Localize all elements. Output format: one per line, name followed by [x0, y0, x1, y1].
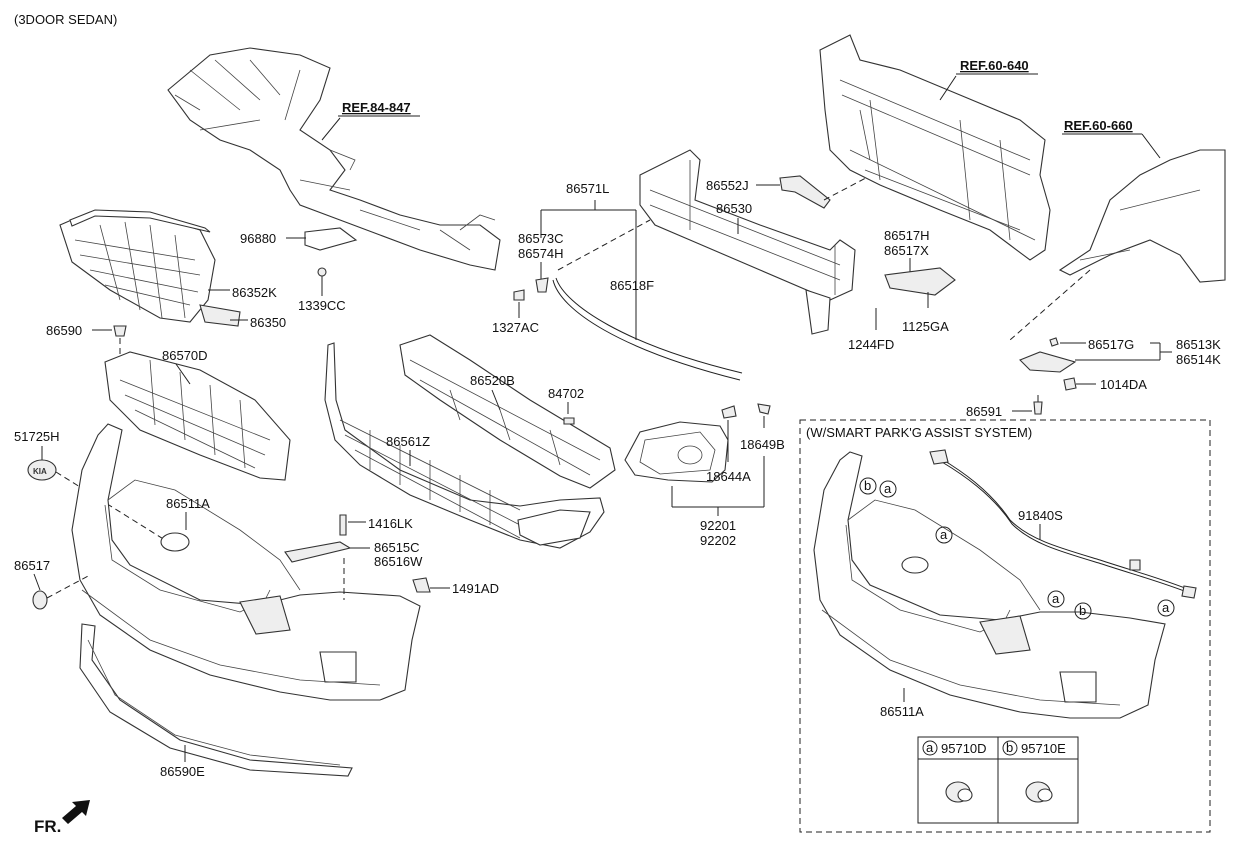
part-86511A-main: 86511A — [166, 496, 210, 511]
seal-strip-drawing — [552, 279, 741, 381]
tow-hook-cover-drawing — [32, 590, 48, 610]
part-92202: 92202 — [700, 533, 736, 548]
wiring-harness-drawing — [929, 449, 1197, 599]
part-1491AD: 1491AD — [452, 581, 499, 596]
cowl-crossmember-drawing — [167, 47, 501, 271]
part-1327AC: 1327AC — [492, 320, 539, 335]
marker-a-2: a — [940, 527, 948, 542]
inset-markers: b a a a b a — [859, 477, 1175, 620]
part-86571L: 86571L — [566, 181, 609, 196]
inset-panel — [799, 419, 1211, 833]
part-86350: 86350 — [250, 315, 286, 330]
fender-drawing — [1058, 149, 1226, 283]
bracket-86552J-drawing — [779, 175, 831, 209]
part-86517: 86517 — [14, 558, 50, 573]
direction-label: FR. — [34, 817, 61, 836]
part-86561Z: 86561Z — [386, 434, 430, 449]
sensor-b-part: 95710E — [1021, 741, 1066, 756]
lower-lip-drawing — [79, 623, 353, 777]
part-86514K: 86514K — [1176, 352, 1221, 367]
legend-marker-a: a — [926, 740, 934, 755]
part-86517G: 86517G — [1088, 337, 1134, 352]
variant-label: (3DOOR SEDAN) — [14, 12, 117, 27]
part-86517H: 86517H — [884, 228, 930, 243]
part-86517X: 86517X — [884, 243, 929, 258]
part-86520B: 86520B — [470, 373, 515, 388]
part-1339CC: 1339CC — [298, 298, 346, 313]
part-86573C: 86573C — [518, 231, 564, 246]
part-86590: 86590 — [46, 323, 82, 338]
radiator-support-drawing — [819, 34, 1051, 261]
ref-label-1: REF.84-847 — [342, 100, 411, 115]
part-96880: 96880 — [240, 231, 276, 246]
inset-bumper-label: 86511A — [880, 704, 924, 719]
part-1416LK: 1416LK — [368, 516, 413, 531]
part-86574H: 86574H — [518, 246, 564, 261]
upper-absorber-drawing — [104, 351, 291, 481]
fog-lamp-drawing — [624, 421, 729, 483]
part-86591: 86591 — [966, 404, 1002, 419]
inset-title: (W/SMART PARK'G ASSIST SYSTEM) — [806, 425, 1032, 440]
part-86515C: 86515C — [374, 540, 420, 555]
marker-b-1: b — [864, 478, 871, 493]
sensor-b-drawing — [1025, 781, 1053, 803]
part-18649B: 18649B — [740, 437, 785, 452]
marker-a-3: a — [1052, 591, 1060, 606]
part-86570D: 86570D — [162, 348, 208, 363]
sensor-a-drawing — [945, 781, 973, 803]
part-1125GA: 1125GA — [902, 319, 949, 334]
part-86352K: 86352K — [232, 285, 277, 300]
marker-b-2: b — [1079, 603, 1086, 618]
sensor-a-part: 95710D — [941, 741, 987, 756]
part-86552J: 86552J — [706, 178, 749, 193]
marker-a-1: a — [884, 481, 892, 496]
sensor-legend-table: a 95710D b 95710E — [917, 736, 1079, 824]
lower-grille-drawing — [324, 342, 605, 549]
emblem-drawing — [27, 459, 57, 481]
part-1244FD: 1244FD — [848, 337, 894, 352]
inset-harness-label: 91840S — [1018, 508, 1063, 523]
radiator-grille-drawing — [59, 209, 241, 327]
part-51725H: 51725H — [14, 429, 60, 444]
part-1014DA: 1014DA — [1100, 377, 1147, 392]
side-bracket-drawing — [1019, 351, 1077, 373]
part-18644A: 18644A — [706, 469, 751, 484]
ref-label-3: REF.60-660 — [1064, 118, 1133, 133]
marker-a-4: a — [1162, 600, 1170, 615]
front-bumper-drawing — [71, 423, 421, 701]
bumper-beam-drawing — [639, 149, 856, 335]
part-86530: 86530 — [716, 201, 752, 216]
part-84702: 84702 — [548, 386, 584, 401]
inset-bumper-drawing — [813, 451, 1166, 719]
part-86590E: 86590E — [160, 764, 205, 779]
legend-marker-b: b — [1006, 740, 1013, 755]
part-92201: 92201 — [700, 518, 736, 533]
front-arrow-icon — [62, 800, 90, 824]
energy-absorber-drawing — [399, 334, 616, 489]
svg-text:KIA: KIA — [33, 467, 47, 476]
part-86516W: 86516W — [374, 554, 423, 569]
bracket-86517H-drawing — [884, 267, 956, 296]
ref-label-2: REF.60-640 — [960, 58, 1029, 73]
part-86513K: 86513K — [1176, 337, 1221, 352]
part-86518F: 86518F — [610, 278, 654, 293]
